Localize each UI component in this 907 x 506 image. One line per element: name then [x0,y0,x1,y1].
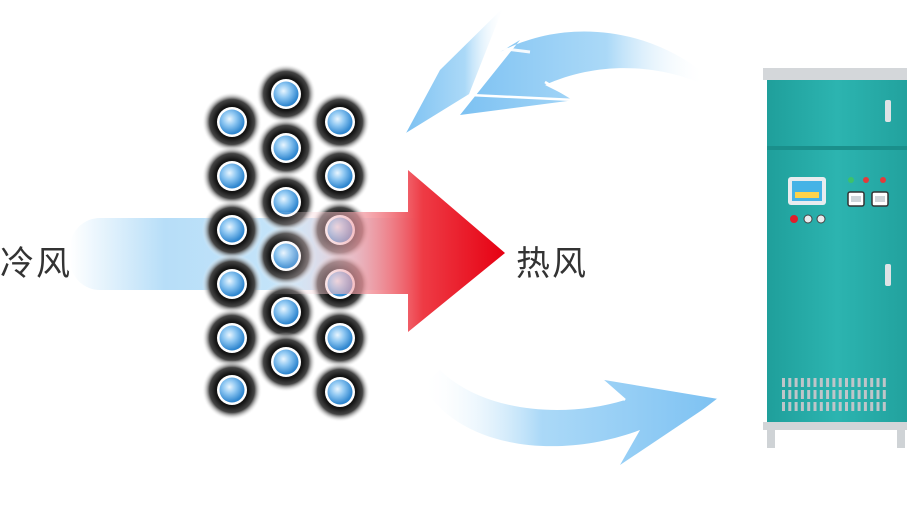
grille-slit-40 [813,402,817,411]
tube-core-8 [273,135,299,161]
grille-slit-39 [807,402,811,411]
grille-slit-15 [870,378,874,387]
grille-slit-44 [838,402,842,411]
grille-slit-25 [826,390,830,399]
grille-slit-28 [845,390,848,399]
grille-slit-24 [819,390,823,399]
vent-grille [782,378,886,411]
grille-slit-37 [794,402,798,411]
tube-core-18 [327,379,353,405]
return-arrow-bottom [422,370,724,491]
grille-slit-10 [838,378,842,387]
tube-core-13 [327,109,353,135]
grille-slit-16 [876,378,880,387]
grille-slit-49 [870,402,874,411]
grille-slit-18 [782,390,785,399]
grille-slit-1 [782,378,785,387]
grille-slit-43 [832,402,836,411]
cabinet-top-panel [767,80,907,146]
return-arrow-top [404,5,705,137]
grille-slit-23 [813,390,817,399]
grille-slit-35 [782,402,785,411]
hot-air-arrow [270,170,505,332]
grille-slit-36 [788,402,792,411]
tube-core-17 [327,325,353,351]
control-knob-2 [816,214,826,224]
grille-slit-12 [851,378,855,387]
grille-slit-41 [819,402,823,411]
grille-slit-9 [832,378,836,387]
grille-slit-2 [788,378,792,387]
tube-core-12 [273,349,299,375]
grille-slit-14 [863,378,867,387]
grille-slit-34 [882,390,886,399]
grille-slit-51 [882,402,886,411]
hot-air-label: 热风 [516,244,588,284]
grille-slit-47 [857,402,861,411]
grille-slit-8 [826,378,830,387]
grille-slit-29 [851,390,855,399]
heat-pump-cabinet [763,68,907,448]
tube-core-7 [273,81,299,107]
tube-core-3 [219,217,245,243]
cabinet-leg-left [767,430,775,448]
indicator-light-red-2 [880,177,886,183]
grille-slit-32 [870,390,874,399]
tube-core-2 [219,163,245,189]
tube-core-11 [273,299,299,325]
grille-slit-30 [857,390,861,399]
tube-core-9 [273,189,299,215]
cabinet-leg-right [897,430,905,448]
grille-slit-13 [857,378,861,387]
tube-core-14 [327,163,353,189]
grille-slit-42 [826,402,830,411]
tube-core-1 [219,109,245,135]
indicator-light-red-1 [863,177,869,183]
grille-slit-48 [863,402,867,411]
grille-slit-20 [794,390,798,399]
grille-slit-31 [863,390,867,399]
tube-core-4 [219,271,245,297]
grille-slit-11 [845,378,848,387]
grille-slit-46 [851,402,855,411]
grille-slit-7 [819,378,823,387]
grille-slit-4 [800,378,804,387]
grille-slit-50 [876,402,880,411]
cold-air-label: 冷风 [0,244,72,284]
grille-slit-17 [882,378,886,387]
grille-slit-45 [845,402,848,411]
stop-button-red [790,215,798,223]
indicator-light-green [848,177,854,183]
grille-slit-26 [832,390,836,399]
tube-core-6 [219,377,245,403]
grille-slit-3 [794,378,798,387]
grille-slit-5 [807,378,811,387]
grille-slit-38 [800,402,804,411]
grille-slit-22 [807,390,811,399]
grille-slit-19 [788,390,792,399]
grille-slit-6 [813,378,817,387]
grille-slit-21 [800,390,804,399]
control-knob-1 [803,214,813,224]
grille-slit-33 [876,390,880,399]
grille-slit-27 [838,390,842,399]
tube-core-5 [219,325,245,351]
